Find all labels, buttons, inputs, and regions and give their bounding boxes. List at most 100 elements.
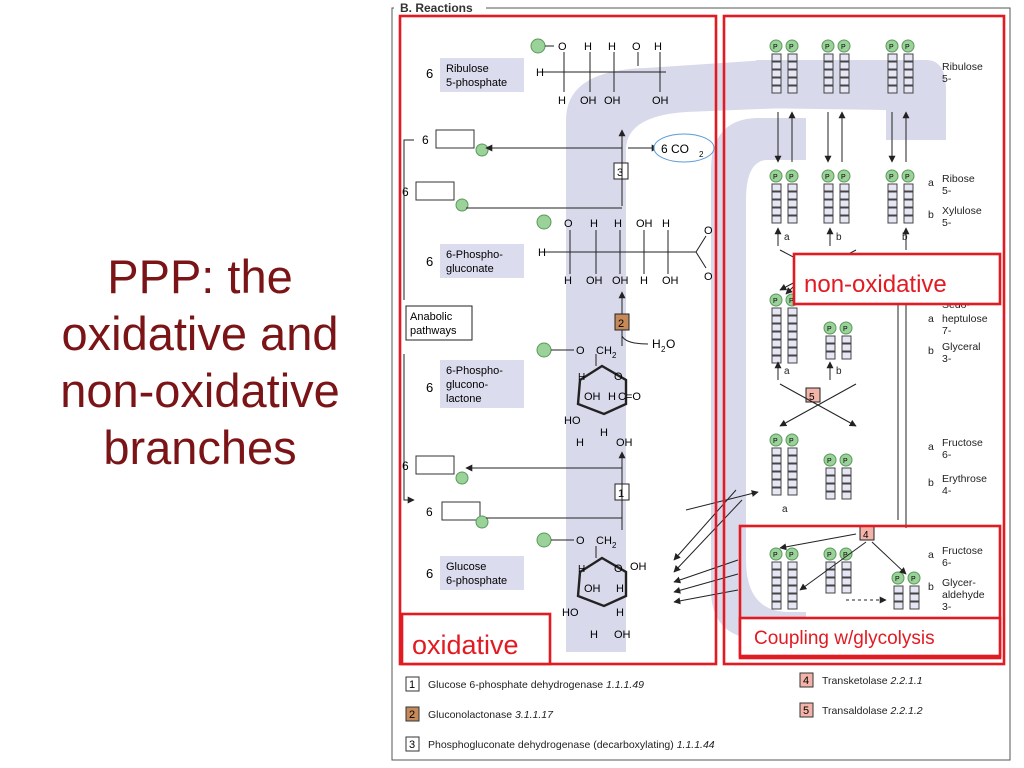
h2o-label: H [652, 337, 661, 351]
carbon-unit [787, 307, 798, 316]
carbon-unit [771, 339, 782, 348]
sugar-stack: P [785, 39, 799, 94]
carbon-unit [839, 215, 850, 224]
svg-text:OH: OH [636, 218, 653, 230]
non-oxidative-label-box [792, 252, 1002, 306]
small-a-3: a [782, 504, 788, 515]
anabolic-box [405, 305, 473, 341]
carbon-unit [787, 585, 798, 594]
phosphate-letter: P [895, 576, 900, 583]
phosphate-icon [785, 433, 799, 447]
carbon-unit [887, 61, 898, 70]
carbon-unit [787, 471, 798, 480]
sugar-stack: P [785, 547, 799, 610]
rl-fructose-6: 6- [942, 449, 952, 461]
carbon-unit [903, 199, 914, 208]
carbon-unit [771, 601, 782, 610]
carbon-unit [841, 569, 852, 578]
rl-fructose2-a: a [928, 549, 934, 561]
phosphate-letter: P [827, 552, 832, 559]
svg-text:O: O [614, 371, 623, 383]
legend-text: Glucose 6-phosphate dehydrogenase 1.1.1.… [428, 679, 644, 691]
svg-text:O: O [614, 563, 623, 575]
carbon-unit [771, 471, 782, 480]
enzyme-3-label: 3 [617, 167, 623, 179]
phosphate-icon [769, 547, 783, 561]
carbon-unit [903, 215, 914, 224]
carbon-unit [903, 77, 914, 86]
sugar-stack: P [769, 293, 783, 364]
legend-swatch [405, 676, 420, 692]
svg-text:OH: OH [630, 561, 647, 573]
carbon-unit [839, 69, 850, 78]
svg-text:H: H [662, 218, 670, 230]
carbon-unit [887, 183, 898, 192]
svg-text:H: H [600, 427, 608, 439]
carbon-unit [787, 77, 798, 86]
carbon-unit [903, 85, 914, 94]
sugar-stack: P [823, 453, 837, 500]
carbon-unit [771, 355, 782, 364]
carbon-unit [771, 487, 782, 496]
carbon-unit [841, 585, 852, 594]
carbon-unit [839, 77, 850, 86]
phosphate-letter: P [825, 174, 830, 181]
phosphate-icon [907, 571, 921, 585]
carbon-unit [787, 347, 798, 356]
lactone-ring [536, 342, 628, 416]
coupling-region-box [738, 524, 1002, 660]
carbon-unit [771, 85, 782, 94]
carbon-unit [787, 323, 798, 332]
carbon-unit [839, 53, 850, 62]
small-a-1: a [784, 232, 790, 243]
slide-title: PPP: the oxidative and non-oxidative bra… [10, 248, 390, 476]
carbon-unit [823, 183, 834, 192]
svg-text:H: H [590, 218, 598, 230]
svg-text:H: H [576, 437, 584, 449]
rl-sedo-7: 7- [942, 325, 952, 337]
carbon-unit [825, 585, 836, 594]
phosphate-letter: P [825, 44, 830, 51]
legend-text: Transaldolase 2.2.1.2 [822, 705, 923, 717]
svg-text:H: H [654, 41, 662, 53]
carbon-unit [841, 475, 852, 484]
rl-aldehyde: aldehyde [942, 589, 985, 601]
stoich-lactone: 6 [426, 380, 433, 395]
phosphate-icon [769, 433, 783, 447]
carbon-unit [887, 69, 898, 78]
carbon-unit [787, 601, 798, 610]
svg-text:OH: OH [604, 95, 621, 107]
small-b-3: b [836, 366, 842, 377]
carbon-unit [825, 483, 836, 492]
phosphate-icon [821, 39, 835, 53]
rl-glyceral: Glyceral [942, 341, 981, 353]
svg-text:OH: OH [612, 275, 629, 287]
svg-text:H: H [608, 391, 616, 403]
phosphate-letter: P [773, 298, 778, 305]
sugar-stack: P [823, 321, 837, 360]
carbon-unit [771, 347, 782, 356]
svg-text:O: O [564, 218, 573, 230]
carbon-unit [787, 315, 798, 324]
right-labels: Ribulose 5- a Ribose 5- b Xylulose 5- Se… [928, 61, 988, 613]
svg-text:H: H [558, 95, 566, 107]
svg-text:H: H [590, 629, 598, 641]
legend-number: 3 [409, 739, 415, 751]
carbon-unit [787, 593, 798, 602]
carbon-unit [841, 335, 852, 344]
stoich-nadp-top: 6 [402, 185, 409, 199]
legend-swatch [799, 702, 814, 718]
phosphate-letter: P [789, 298, 794, 305]
carbon-unit [771, 561, 782, 570]
carbon-unit [787, 215, 798, 224]
phosphate-icon [823, 321, 837, 335]
phosphogluconate-structure [536, 214, 707, 274]
phosphate-icon [837, 169, 851, 183]
small-a-2: a [784, 366, 790, 377]
title-line-4: branches [103, 421, 297, 474]
phosphate-letter: P [843, 552, 848, 559]
sugar-stack: P [837, 39, 851, 94]
carbon-unit [787, 331, 798, 340]
